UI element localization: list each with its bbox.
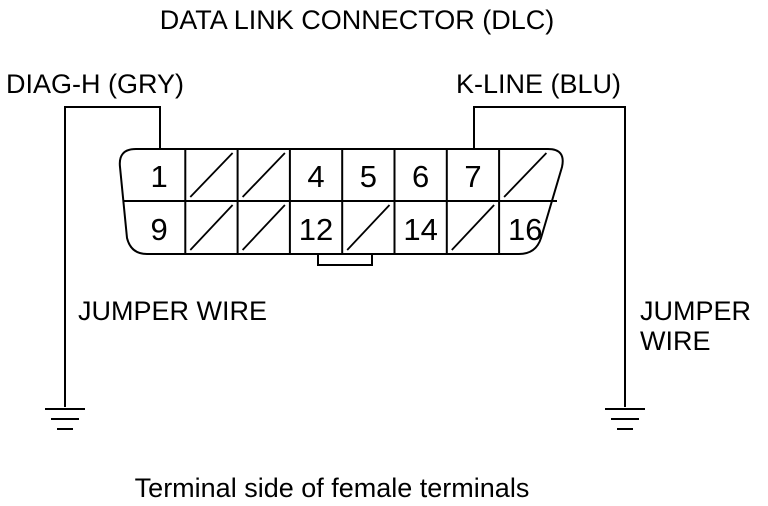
terminal-9: 9: [151, 212, 168, 247]
unused-terminal-top-2: [189, 152, 234, 198]
dlc-connector-outline: [118, 148, 564, 255]
left-ground-icon: [45, 408, 85, 430]
unused-terminal-bottom-7: [451, 204, 495, 251]
unused-terminal-bottom-2: [189, 204, 234, 251]
diagram-title: DATA LINK CONNECTOR (DLC): [160, 5, 555, 35]
terminal-6: 6: [412, 159, 429, 194]
terminal-4: 4: [307, 159, 324, 194]
diag-h-wire: [64, 106, 161, 407]
terminal-14: 14: [403, 212, 437, 247]
terminal-12: 12: [299, 212, 333, 247]
unused-terminal-bottom-3: [241, 204, 286, 251]
right-jumper-wire-label-line2: WIRE: [640, 326, 711, 356]
unused-terminal-top-3: [241, 152, 286, 198]
terminal-5: 5: [360, 159, 377, 194]
diagram-caption: Terminal side of female terminals: [135, 473, 530, 503]
k-line-wire: [473, 106, 626, 407]
unused-terminal-bottom-5: [346, 204, 391, 251]
terminal-16: 16: [508, 212, 542, 247]
terminal-1: 1: [151, 159, 168, 194]
right-ground-icon: [605, 408, 645, 430]
diag-h-label: DIAG-H (GRY): [6, 69, 184, 99]
connector-key-tab: [317, 254, 373, 266]
terminal-7: 7: [464, 159, 481, 194]
k-line-label: K-LINE (BLU): [456, 69, 621, 99]
unused-terminal-top-8: [503, 152, 548, 198]
left-jumper-wire-label: JUMPER WIRE: [78, 296, 267, 326]
right-jumper-wire-label-line1: JUMPER: [640, 296, 751, 326]
